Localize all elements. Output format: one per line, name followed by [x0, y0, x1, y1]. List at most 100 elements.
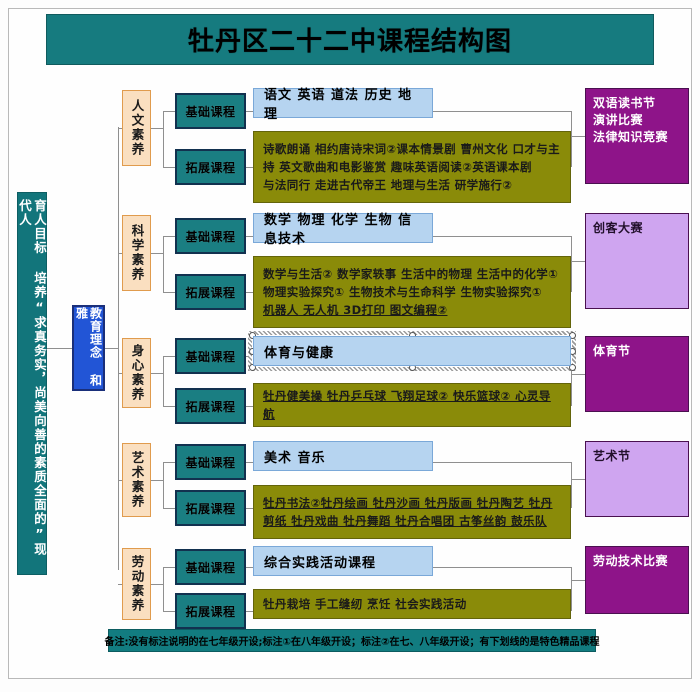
- activity-item: 双语读书节: [593, 96, 656, 110]
- course-type-basic-4: 基础课程: [175, 549, 246, 585]
- connector-basic-activity-4: [433, 567, 571, 568]
- basic-course-box-3[interactable]: 美术 音乐: [253, 441, 433, 471]
- activity-item: 创客大赛: [593, 221, 644, 235]
- extended-course-line: 持 英文歌曲和电影鉴赏 趣味英语阅读②英语课本剧: [263, 160, 532, 174]
- extended-course-box-0[interactable]: 诗歌朗诵 相约唐诗宋词②课本情景剧 曹州文化 口才与主持 英文歌曲和电影鉴赏 趣…: [253, 131, 571, 203]
- activity-box-4[interactable]: 劳动技术比赛: [585, 546, 689, 614]
- connector-main-spine: [118, 127, 119, 570]
- course-type-basic-3: 基础课程: [175, 444, 246, 480]
- connector-extended-content-4: [246, 611, 253, 612]
- connector-basic-content-3: [246, 462, 253, 463]
- connector-activity-vertical-0: [571, 111, 572, 167]
- basic-course-box-1[interactable]: 数学 物理 化学 生物 信息技术: [253, 213, 433, 247]
- extended-course-line: 诗歌朗诵 相约唐诗宋词②课本情景剧 曹州文化 口才与主: [263, 142, 561, 156]
- connector-extended-content-0: [246, 167, 253, 168]
- connector-basic-content-4: [246, 567, 253, 568]
- activity-box-2[interactable]: 体育节: [585, 336, 689, 412]
- connector-branch-vertical-3: [163, 462, 164, 508]
- basic-course-box-4[interactable]: 综合实践活动课程: [253, 546, 433, 576]
- connector-basic-content-1: [246, 236, 253, 237]
- connector-philosophy-spine: [105, 348, 118, 349]
- course-type-basic-2: 基础课程: [175, 338, 246, 374]
- course-type-extended-2: 拓展课程: [175, 388, 246, 424]
- activity-box-1[interactable]: 创客大赛: [585, 213, 689, 309]
- connector-branch-basic-2: [163, 356, 175, 357]
- literacy-box-1: 科学素养: [122, 215, 151, 291]
- connector-extended-content-1: [246, 292, 253, 293]
- activity-item: 法律知识竞赛: [593, 130, 669, 144]
- literacy-box-4: 劳动素养: [122, 548, 151, 620]
- connector-activity-stub-2: [571, 374, 585, 375]
- connector-activity-vertical-1: [571, 236, 572, 292]
- connector-branch-extended-3: [163, 508, 175, 509]
- resize-handle-se[interactable]: [569, 364, 576, 371]
- connector-spine-literacy-3: [118, 480, 122, 481]
- connector-branch-extended-1: [163, 292, 175, 293]
- connector-activity-vertical-4: [571, 567, 572, 611]
- connector-literacy-branch-2: [151, 373, 163, 374]
- education-goal-banner: 育人目标 培养“求真务实，尚美向善的素质全面的”现代人: [17, 192, 47, 575]
- extended-course-line: 与法同行 走进古代帝王 地理与生活 研学施行②: [263, 178, 513, 192]
- connector-branch-vertical-2: [163, 356, 164, 406]
- resize-handle-nw[interactable]: [249, 332, 256, 339]
- basic-course-box-0[interactable]: 语文 英语 道法 历史 地理: [253, 88, 433, 122]
- connector-activity-stub-0: [571, 136, 585, 137]
- connector-branch-extended-2: [163, 406, 175, 407]
- connector-literacy-branch-4: [151, 584, 163, 585]
- connector-activity-stub-4: [571, 580, 585, 581]
- connector-activity-vertical-2: [571, 356, 572, 406]
- connector-activity-stub-3: [571, 479, 585, 480]
- page-title: 牡丹区二十二中课程结构图: [46, 14, 654, 65]
- connector-spine-literacy-1: [118, 253, 122, 254]
- education-philosophy-box: 教育理念 和雅: [72, 305, 105, 391]
- connector-literacy-branch-1: [151, 253, 163, 254]
- connector-branch-extended-4: [163, 611, 175, 612]
- extended-course-line: 牡丹健美操 牡丹乒乓球 飞翔足球② 快乐篮球② 心灵导: [263, 389, 551, 403]
- connector-literacy-branch-3: [151, 480, 163, 481]
- connector-spine-literacy-2: [118, 373, 122, 374]
- extended-course-box-3[interactable]: 牡丹书法②牡丹绘画 牡丹沙画 牡丹版画 牡丹陶艺 牡丹剪纸 牡丹戏曲 牡丹舞蹈 …: [253, 485, 571, 539]
- connector-basic-activity-3: [433, 462, 571, 463]
- resize-handle-sw[interactable]: [249, 364, 256, 371]
- connector-branch-vertical-1: [163, 236, 164, 292]
- connector-branch-basic-1: [163, 236, 175, 237]
- basic-course-box-2[interactable]: 体育与健康: [253, 336, 571, 366]
- connector-literacy-branch-0: [151, 128, 163, 129]
- connector-spine-literacy-0: [118, 128, 122, 129]
- extended-course-line: 物理实验探究① 生物技术与生命科学 生物实验探究①: [263, 285, 542, 299]
- extended-course-box-4[interactable]: 牡丹栽培 手工缝纫 烹饪 社会实践活动: [253, 589, 571, 619]
- footnote-banner: 备注:没有标注说明的在七年级开设;标注①在八年级开设；标注②在七、八年级开设；有…: [105, 629, 599, 652]
- extended-course-text-0: 诗歌朗诵 相约唐诗宋词②课本情景剧 曹州文化 口才与主持 英文歌曲和电影鉴赏 趣…: [263, 140, 560, 194]
- extended-course-text-4: 牡丹栽培 手工缝纫 烹饪 社会实践活动: [263, 595, 467, 613]
- course-type-extended-0: 拓展课程: [175, 149, 246, 185]
- activity-box-3[interactable]: 艺术节: [585, 441, 689, 517]
- extended-course-line: 航: [263, 407, 275, 421]
- connector-branch-vertical-0: [163, 111, 164, 167]
- course-type-extended-3: 拓展课程: [175, 490, 246, 526]
- connector-branch-basic-0: [163, 111, 175, 112]
- course-type-basic-0: 基础课程: [175, 93, 246, 129]
- course-type-extended-4: 拓展课程: [175, 593, 246, 629]
- extended-course-line: 牡丹书法②牡丹绘画 牡丹沙画 牡丹版画 牡丹陶艺 牡丹: [263, 496, 553, 510]
- extended-course-text-2: 牡丹健美操 牡丹乒乓球 飞翔足球② 快乐篮球② 心灵导航: [263, 387, 551, 423]
- extended-course-box-2[interactable]: 牡丹健美操 牡丹乒乓球 飞翔足球② 快乐篮球② 心灵导航: [253, 383, 571, 427]
- activity-item: 艺术节: [593, 449, 631, 463]
- activity-box-0[interactable]: 双语读书节演讲比赛法律知识竞赛: [585, 88, 689, 184]
- connector-basic-activity-0: [433, 111, 571, 112]
- literacy-box-3: 艺术素养: [122, 443, 151, 517]
- extended-course-line: 剪纸 牡丹戏曲 牡丹舞蹈 牡丹合唱团 古筝丝韵 鼓乐队: [263, 514, 547, 528]
- resize-handle-ne[interactable]: [569, 332, 576, 339]
- connector-activity-stub-1: [571, 261, 585, 262]
- literacy-box-2: 身心素养: [122, 338, 151, 408]
- connector-extended-content-3: [246, 508, 253, 509]
- extended-course-text-3: 牡丹书法②牡丹绘画 牡丹沙画 牡丹版画 牡丹陶艺 牡丹剪纸 牡丹戏曲 牡丹舞蹈 …: [263, 494, 553, 530]
- connector-basic-activity-1: [433, 236, 571, 237]
- connector-basic-content-0: [246, 111, 253, 112]
- extended-course-line: 机器人 无人机 3D打印 图文编程②: [263, 303, 448, 317]
- activity-item: 体育节: [593, 344, 631, 358]
- connector-activity-vertical-3: [571, 462, 572, 508]
- activity-item: 演讲比赛: [593, 113, 644, 127]
